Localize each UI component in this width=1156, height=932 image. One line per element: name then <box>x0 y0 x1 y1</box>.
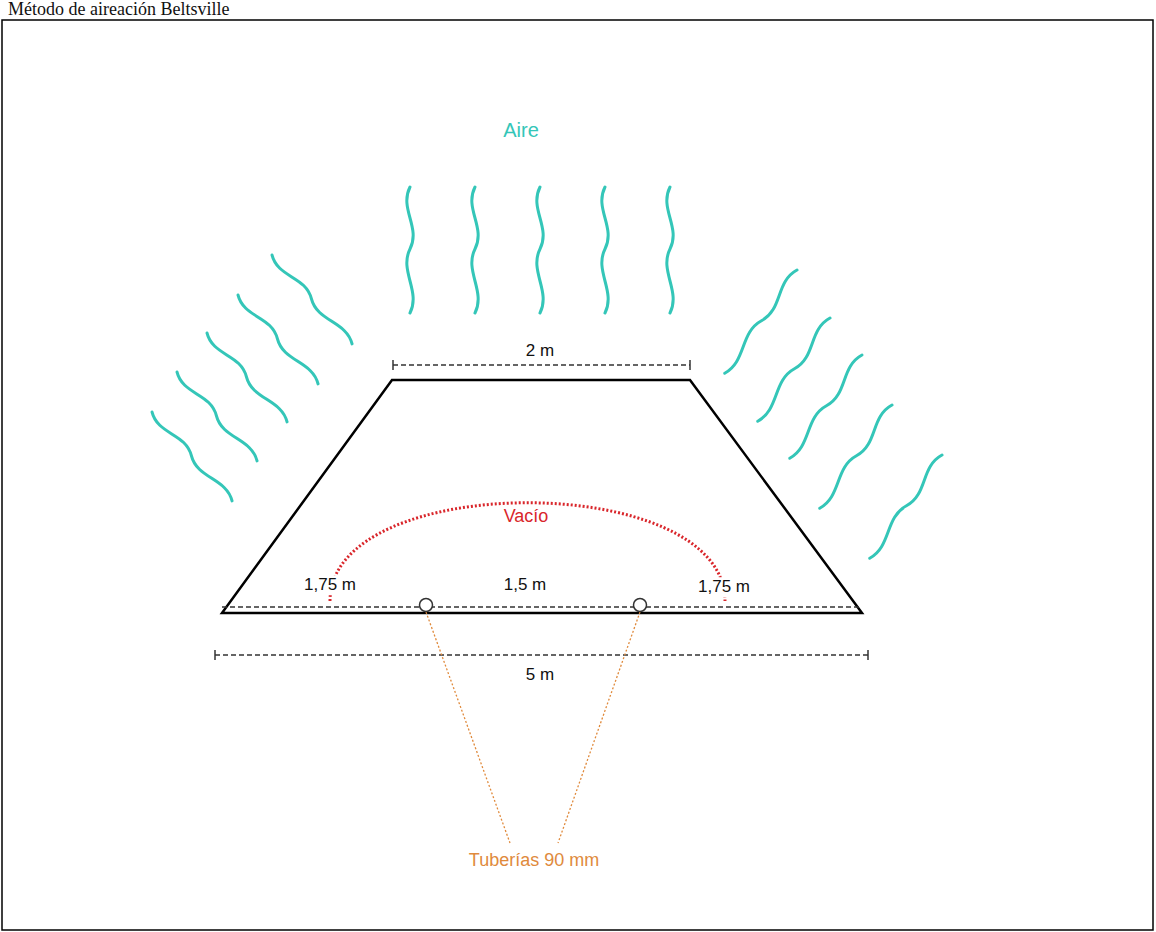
vacuum-label: Vacío <box>502 506 551 527</box>
pipes <box>420 599 647 844</box>
dimension-label: 5 m <box>524 665 556 685</box>
dimension-label: 1,75 m <box>696 577 752 597</box>
title: Método de aireación Beltsville <box>8 0 229 20</box>
air-label: Aire <box>501 119 541 142</box>
frame <box>2 20 1153 930</box>
vacuum-arc <box>330 503 725 601</box>
compost-pile <box>222 380 862 613</box>
dimension-lines <box>215 360 868 660</box>
dimension-label: 2 m <box>524 341 556 361</box>
pipes-label: Tuberías 90 mm <box>467 850 601 871</box>
dimension-label: 1,75 m <box>302 575 358 595</box>
dimension-label: 1,5 m <box>502 575 549 595</box>
